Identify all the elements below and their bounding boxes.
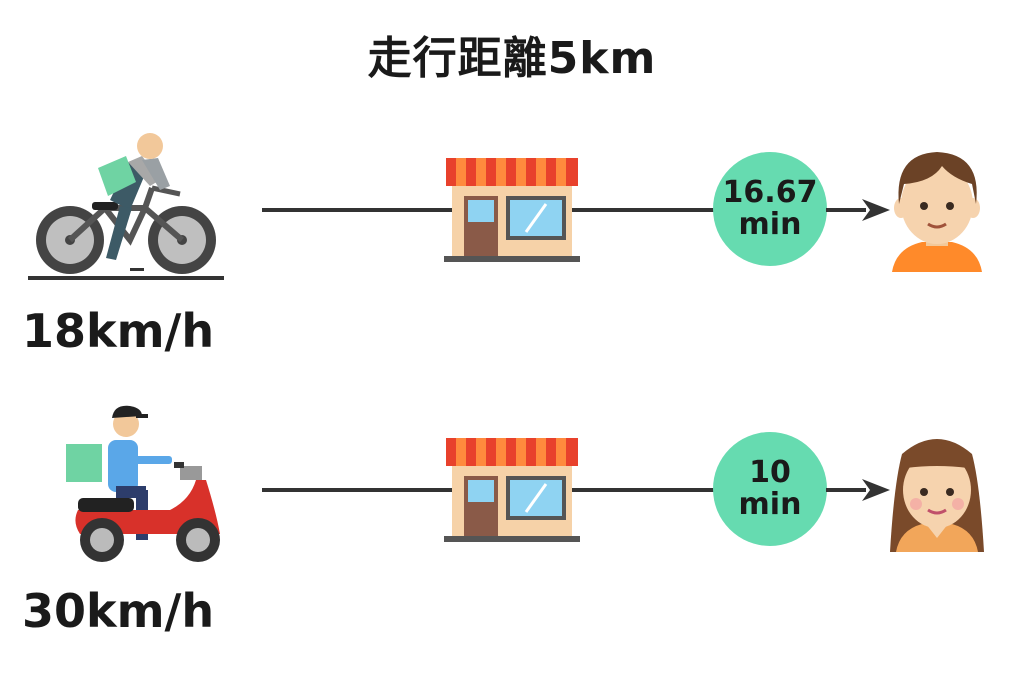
delivery-time-badge: 10 min	[713, 432, 827, 546]
delivery-time-value: 16.67	[722, 175, 818, 210]
scooter-row: 30km/h 10 min	[0, 400, 1024, 700]
delivery-time-value: 10	[749, 455, 791, 490]
route-line-to-customer	[572, 488, 720, 492]
delivery-time-unit: min	[738, 207, 802, 242]
girl-avatar-icon	[890, 439, 984, 552]
delivery-time-badge: 16.67 min	[713, 152, 827, 266]
bicycle-courier-icon	[28, 133, 224, 280]
bicycle-speed-label: 18km/h	[22, 304, 215, 358]
delivery-time-unit: min	[738, 487, 802, 522]
scooter-speed-label: 30km/h	[22, 584, 215, 638]
storefront-icon	[444, 158, 580, 262]
route-line-to-shop	[262, 208, 452, 212]
scooter-courier-icon	[66, 405, 220, 562]
diagram-title: 走行距離5km	[367, 33, 657, 84]
boy-avatar-icon	[892, 152, 982, 272]
bicycle-row: 18km/h 16.67 min	[0, 120, 1024, 420]
route-line-to-customer	[572, 208, 720, 212]
storefront-icon	[444, 438, 580, 542]
arrow-right-icon	[826, 199, 890, 221]
arrow-right-icon	[826, 479, 890, 501]
route-line-to-shop	[262, 488, 452, 492]
